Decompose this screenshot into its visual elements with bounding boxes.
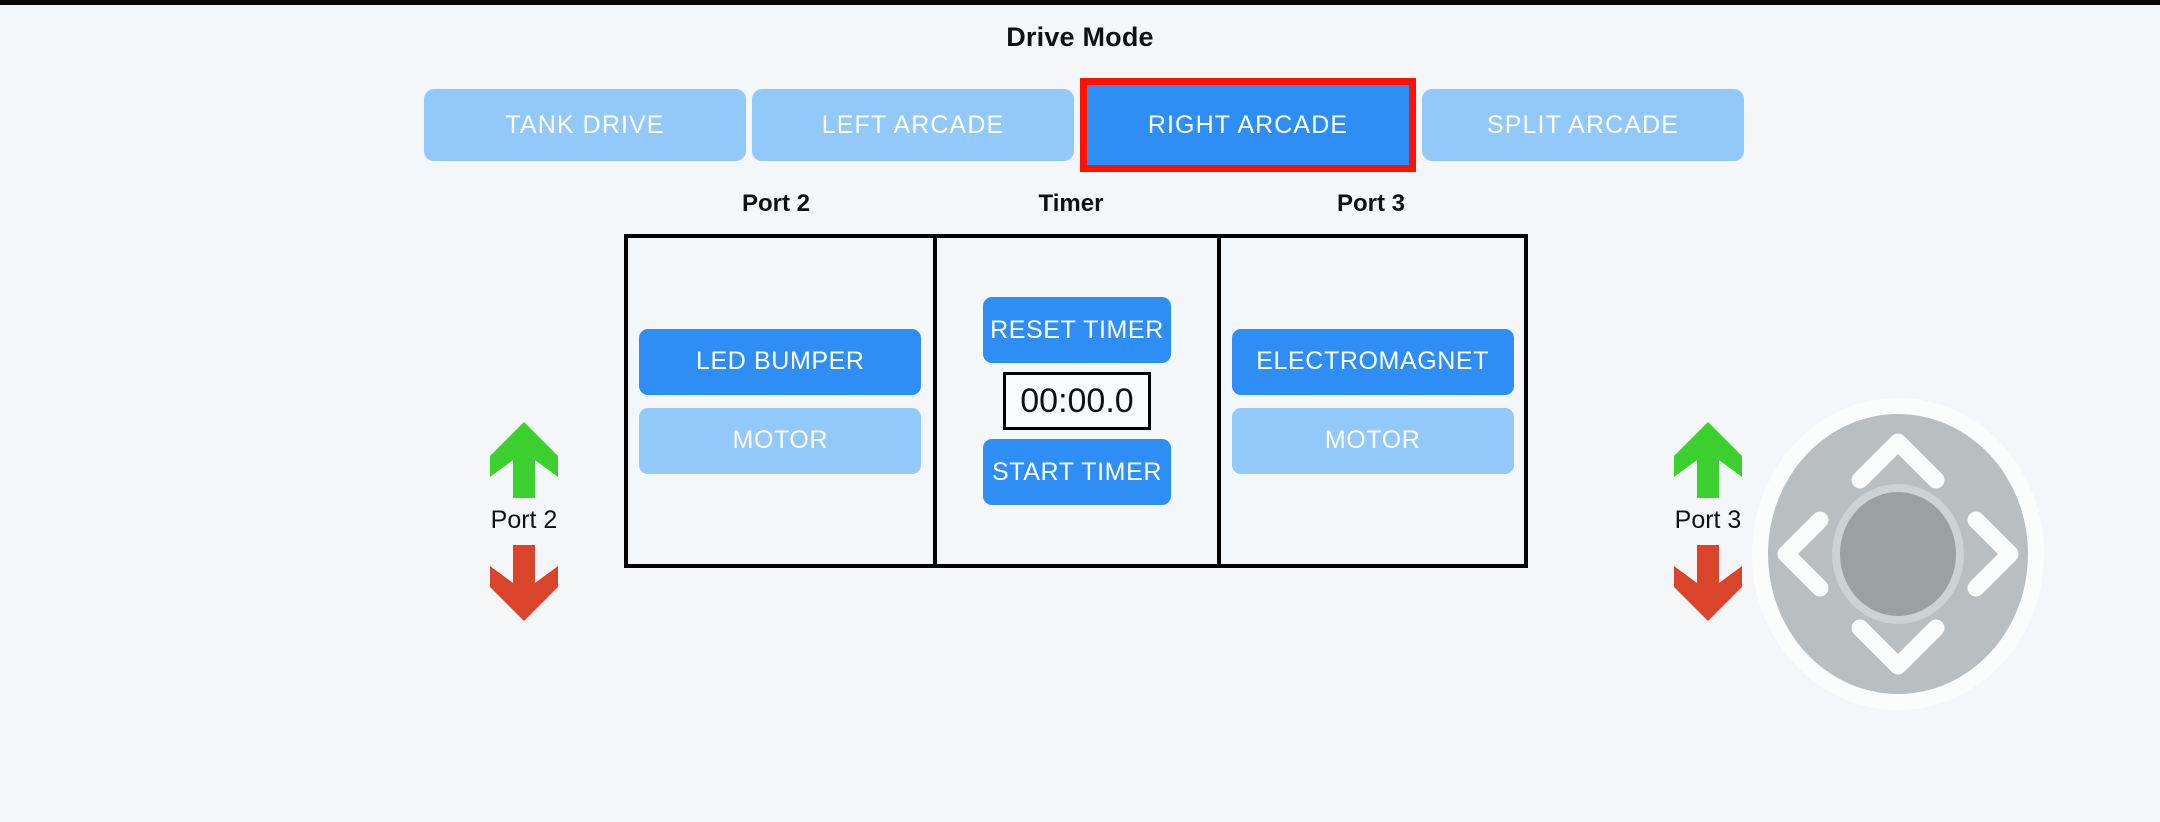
direction-pad[interactable] <box>1750 396 2046 712</box>
port3-electromagnet-button[interactable]: ELECTROMAGNET <box>1231 328 1514 395</box>
dpad-down-chevron-icon <box>1851 619 1945 675</box>
port2-led-bumper-button[interactable]: LED BUMPER <box>639 328 922 395</box>
dpad-up-chevron-icon <box>1851 433 1945 489</box>
arrow-up-icon[interactable] <box>1673 420 1743 500</box>
dpad-hub <box>1840 492 1956 616</box>
port2-motor-button[interactable]: MOTOR <box>639 407 922 474</box>
port2-label: Port 2 <box>490 506 558 534</box>
dpad-right-chevron-icon <box>1967 511 2019 597</box>
drive-mode-button-tank-drive[interactable]: TANK DRIVE <box>424 89 746 161</box>
port3-column: ELECTROMAGNET MOTOR <box>1221 238 1524 564</box>
port3-arrow-group: Port 3 <box>1618 420 1798 623</box>
drive-mode-title: Drive Mode <box>1006 22 1154 52</box>
port3-motor-button[interactable]: MOTOR <box>1231 407 1514 474</box>
port3-label: Port 3 <box>1674 506 1742 534</box>
control-panel: LED BUMPER MOTOR RESET TIMER 00:00.0 STA… <box>624 234 1528 568</box>
panel-header-port3: Port 3 <box>1336 190 1405 217</box>
drive-mode-button-right-arcade[interactable]: RIGHT ARCADE <box>1080 78 1416 172</box>
drive-mode-button-split-arcade[interactable]: SPLIT ARCADE <box>1422 89 1744 161</box>
reset-timer-button[interactable]: RESET TIMER <box>982 297 1171 363</box>
port2-arrow-group: Port 2 <box>434 420 614 623</box>
drive-mode-button-right-arcade-label: RIGHT ARCADE <box>1087 85 1409 165</box>
drive-mode-button-group: TANK DRIVE LEFT ARCADE RIGHT ARCADE SPLI… <box>424 78 1744 172</box>
panel-header-timer: Timer <box>1038 190 1104 217</box>
direction-pad-graphic[interactable] <box>1750 396 2046 712</box>
start-timer-button[interactable]: START TIMER <box>982 439 1171 505</box>
top-black-bar <box>0 0 2160 5</box>
port2-column: LED BUMPER MOTOR <box>628 238 937 564</box>
arrow-down-icon[interactable] <box>1673 543 1743 623</box>
dpad-left-chevron-icon <box>1777 511 1829 597</box>
arrow-down-icon[interactable] <box>489 543 559 623</box>
drive-mode-button-left-arcade[interactable]: LEFT ARCADE <box>752 89 1074 161</box>
panel-header-row: Port 2 Timer Port 3 <box>624 190 1528 218</box>
timer-column: RESET TIMER 00:00.0 START TIMER <box>937 238 1222 564</box>
panel-header-port2: Port 2 <box>741 190 810 217</box>
timer-display: 00:00.0 <box>1002 372 1151 430</box>
arrow-up-icon[interactable] <box>489 420 559 500</box>
